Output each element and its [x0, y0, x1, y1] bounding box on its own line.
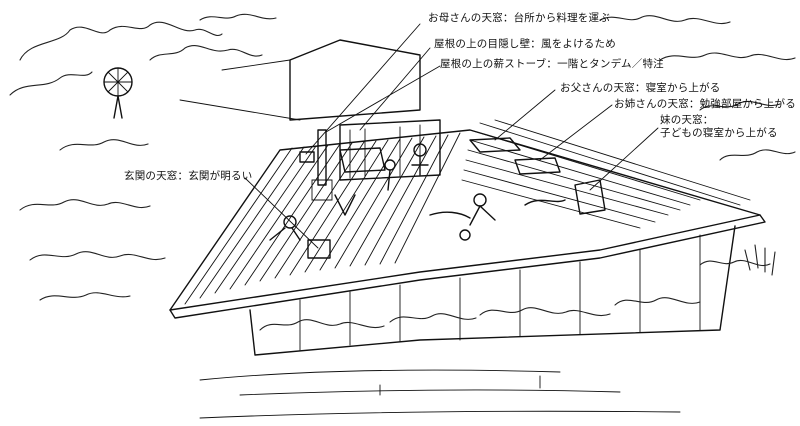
figures	[269, 143, 566, 241]
younger-sister-skylight	[574, 179, 606, 215]
ground-lines	[199, 369, 681, 419]
house-walls	[249, 225, 736, 356]
mother-skylight	[299, 151, 315, 163]
annotation-roof-wood-stove: 屋根の上の薪ストーブ：一階とタンデム／特注	[440, 58, 664, 70]
background-building	[289, 39, 421, 121]
main-roof	[169, 119, 766, 319]
annotation-younger-sister-desc: 子どもの寝室から上がる	[660, 127, 778, 139]
windmill	[103, 67, 133, 119]
annotation-roof-screen-wall: 屋根の上の目隠し壁：風をよけるため	[434, 38, 616, 50]
annotation-father-skylight: お父さんの天窓：寝室から上がる	[560, 82, 721, 94]
leader-lines	[244, 23, 659, 249]
entrance-skylight	[307, 239, 331, 259]
background-trees	[9, 13, 796, 301]
annotation-entrance-skylight: 玄関の天窓：玄関が明るい	[124, 170, 253, 182]
annotation-younger-sister-title: 妹の天窓：	[660, 114, 714, 126]
roof-screen-wall	[339, 119, 441, 181]
wood-stove-chimney	[311, 129, 333, 201]
annotation-sister-skylight: お姉さんの天窓：勉強部屋から上がる	[614, 98, 796, 110]
annotation-mother-skylight: お母さんの天窓：台所から料理を運ぶ	[428, 12, 610, 24]
foreground-shrubs	[259, 244, 776, 331]
